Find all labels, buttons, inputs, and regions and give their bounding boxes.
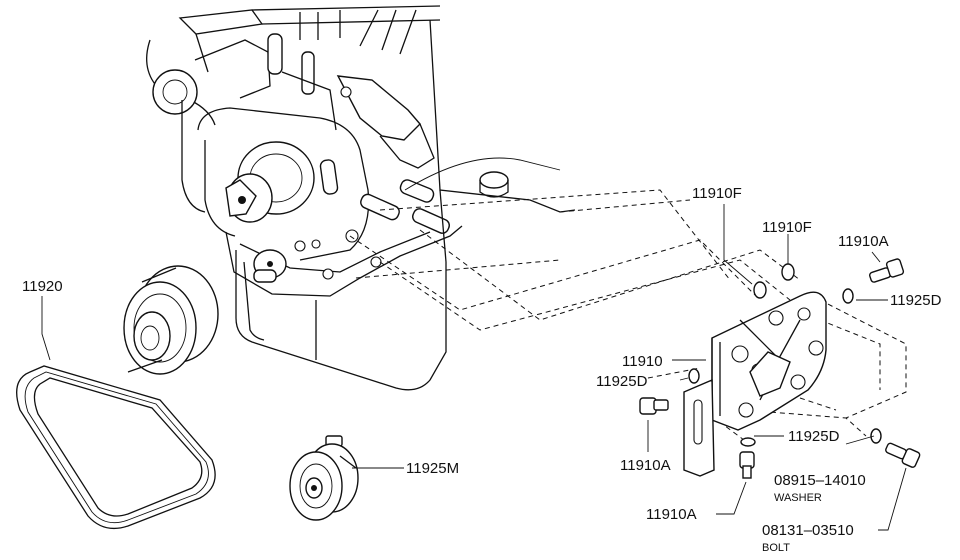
label-11910: 11910 (622, 353, 663, 370)
bracket-11910 (683, 291, 827, 477)
idler-pulley-11925m (289, 435, 359, 521)
label-washer: WASHER (774, 492, 822, 504)
label-11925m: 11925M (406, 460, 459, 477)
part-labels: 11910F 11910F 11910A 11925D 11920 11910 … (22, 185, 942, 554)
fasteners (639, 258, 921, 479)
label-11910a-left: 11910A (620, 457, 671, 474)
label-11910a-bottom: 11910A (646, 506, 697, 523)
label-11925d-mid: 11925D (596, 373, 648, 390)
label-08131: 08131–03510 (762, 522, 854, 539)
leader-lines (41, 204, 907, 531)
engine-block (146, 5, 576, 391)
label-11910f-a: 11910F (692, 185, 742, 202)
label-11910f-b: 11910F (762, 219, 812, 236)
label-11910a-top: 11910A (838, 233, 889, 250)
v-belt-11920 (16, 365, 216, 530)
label-bolt: BOLT (762, 542, 790, 554)
label-08915: 08915–14010 (774, 472, 866, 489)
label-11925d-top: 11925D (890, 292, 942, 309)
label-11925d-low: 11925D (788, 428, 840, 445)
label-11920: 11920 (22, 278, 63, 295)
crankshaft-pulley (123, 265, 219, 375)
